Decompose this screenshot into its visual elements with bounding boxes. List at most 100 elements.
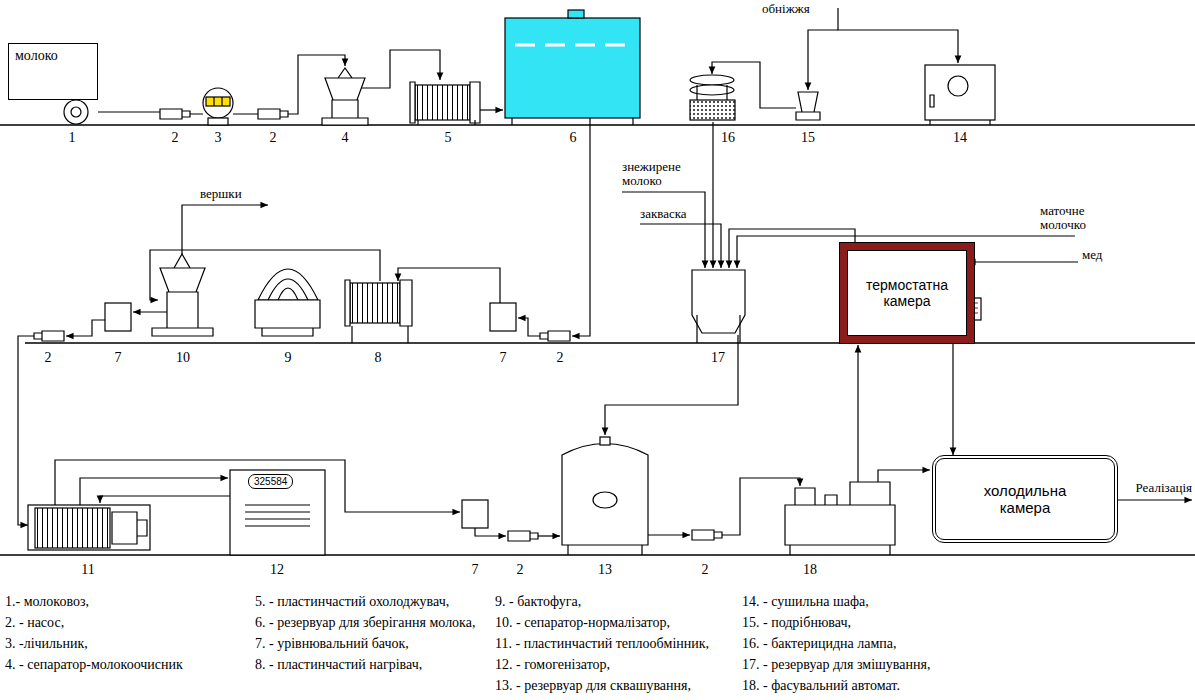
pipe (712, 122, 713, 268)
key-entry: 15. - подрібнювач, (742, 615, 851, 631)
storage-tank (505, 18, 640, 118)
truck-wheel (64, 100, 88, 124)
pipe (182, 205, 268, 254)
pipe (648, 534, 690, 535)
filling-machine (785, 482, 895, 545)
lamp-stand (697, 85, 727, 100)
grinder-symbol (796, 92, 820, 120)
pump-symbol (34, 331, 64, 341)
tank-level-mark (515, 44, 625, 47)
stream-label: вершки (200, 187, 242, 201)
heat-exchanger (28, 505, 150, 550)
homogenizer-grille (245, 505, 310, 526)
pipe (362, 50, 440, 88)
callout-number: 2 (172, 130, 179, 146)
callout-number: 2 (702, 562, 709, 578)
pump-symbol (692, 530, 722, 540)
truck-wheel (71, 107, 81, 117)
key-entry: 2. - насос, (5, 615, 64, 631)
heat-exchanger-plates (35, 508, 110, 548)
meter-symbol (203, 88, 233, 118)
callout-number: 18 (803, 562, 817, 578)
stream-label: Реалізація (1136, 481, 1192, 495)
floor-line (0, 125, 1195, 555)
key-entry: 1.- молоковоз, (5, 594, 89, 610)
bactofuge-body (255, 300, 320, 336)
pipe (100, 496, 230, 503)
pump-symbol (258, 109, 288, 119)
pipe (878, 470, 930, 482)
pump-symbol (540, 331, 570, 341)
callout-number: 7 (472, 562, 479, 578)
stream-label: закваска (640, 207, 687, 221)
cabinet-fan (948, 76, 968, 96)
key-entry: 13. - резервуар для сквашування, (495, 678, 691, 694)
key-entry: 16. - бактерицидна лампа, (742, 636, 897, 652)
homogenizer-display: 325584 (248, 474, 293, 489)
node-label: холодильна камера (973, 482, 1077, 516)
callout-number: 2 (270, 130, 277, 146)
heat-exchanger-press (112, 512, 147, 544)
callout-number: 2 (517, 562, 524, 578)
pipe (640, 224, 721, 268)
key-entry: 14. - сушильна шафа, (742, 594, 869, 610)
tank-leg (697, 315, 740, 343)
callout-number: 4 (342, 130, 349, 146)
pipe (808, 30, 838, 90)
callout-number: 8 (375, 350, 382, 366)
pipe (1118, 499, 1192, 500)
pipe (622, 192, 705, 268)
callout-number: 6 (570, 130, 577, 146)
plate-heater-frame (345, 280, 412, 343)
pipe (838, 8, 958, 63)
tank-leg (512, 118, 633, 125)
pipe (480, 109, 503, 110)
pump-symbol (160, 109, 190, 119)
key-entry: 6. - резервуар для зберігання молока, (255, 615, 475, 631)
stream-label: знежирене молоко (622, 160, 698, 188)
key-entry: 12. - гомогенізатор, (495, 657, 610, 673)
key-entry: 5. - пластинчастий охолоджувач, (255, 594, 449, 610)
callout-number: 15 (801, 130, 815, 146)
key-entry: 17. - резервуар для змішування, (742, 657, 930, 673)
meter-display (214, 97, 222, 106)
key-entry: 18. - фасувальний автомат. (742, 678, 900, 694)
callout-number: 13 (598, 562, 612, 578)
key-entry: 10. - сепаратор-нормалізатор, (495, 615, 670, 631)
callout-number: 3 (215, 130, 222, 146)
pipe (572, 118, 590, 336)
bactofuge-symbol (268, 279, 308, 300)
plate-heater (350, 283, 400, 323)
callout-number: 5 (445, 130, 452, 146)
stream-label: маточне молочко (1040, 204, 1102, 232)
leveling-tank (490, 303, 516, 331)
tank-truck-box: молоко (8, 43, 98, 100)
pipe (398, 268, 500, 303)
key-entry: 4. - сепаратор-молокоочисник (5, 657, 183, 673)
callout-number: 7 (500, 350, 507, 366)
meter-base (208, 118, 228, 125)
key-entry: 8. - пластинчастий нагрівач, (255, 657, 422, 673)
tank-nozzle (600, 437, 610, 445)
callout-number: 12 (270, 562, 284, 578)
callout-number: 17 (711, 350, 725, 366)
leveling-tank (105, 303, 131, 331)
separator-symbol (152, 254, 213, 336)
pump-symbol (508, 531, 538, 541)
callout-number: 7 (115, 350, 122, 366)
callout-number: 1 (69, 130, 76, 146)
key-entry: 3. -лічильник, (5, 636, 88, 652)
node-label: термостатна камера (855, 277, 959, 309)
stream-label: мед (1082, 248, 1102, 262)
key-entry: 9. - бактофуга, (495, 594, 581, 610)
callout-number: 9 (285, 350, 292, 366)
lamp-tray (690, 100, 735, 120)
stream-label: обніжжя (762, 2, 810, 16)
drying-cabinet (925, 65, 995, 120)
pipe (857, 345, 858, 482)
cabinet-handle (930, 95, 990, 125)
pipe (538, 535, 560, 536)
leveling-tank (462, 500, 488, 528)
thermostatic-chamber: термостатна камера (840, 243, 974, 343)
pipe (66, 320, 105, 336)
